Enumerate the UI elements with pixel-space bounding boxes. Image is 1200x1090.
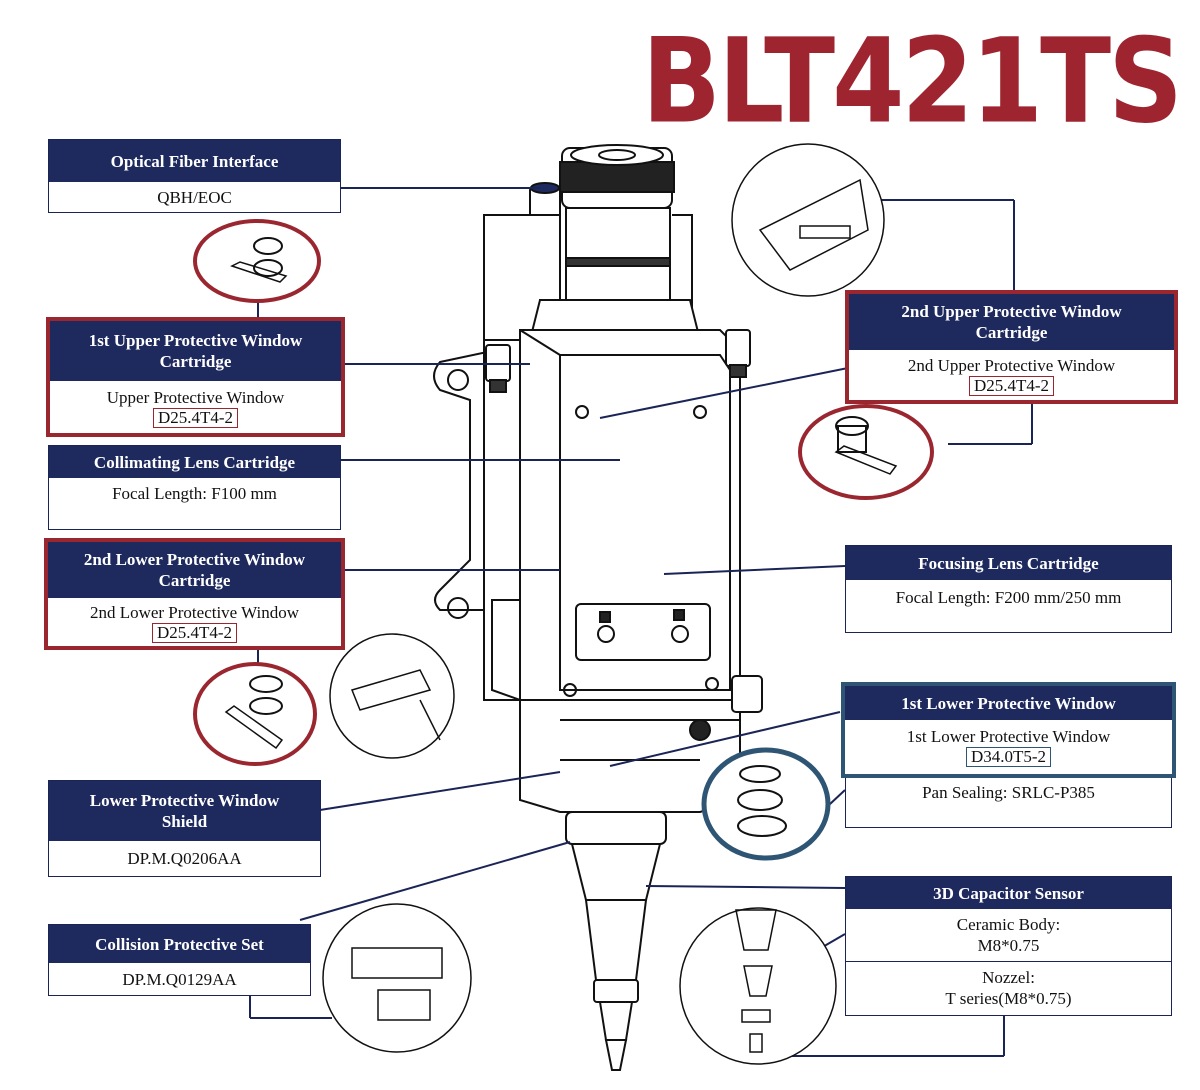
detail-collision-photo: [322, 903, 472, 1053]
callout-collimating: Collimating Lens Cartridge Focal Length:…: [48, 445, 341, 530]
sensor-ceramic: Ceramic Body: M8*0.75: [956, 915, 1061, 955]
sensor-nozzle: Nozzel: T series(M8*0.75): [945, 968, 1072, 1008]
detail-sensor-photo: [679, 907, 837, 1065]
callout-lower1-header: 1st Lower Protective Window: [845, 686, 1172, 720]
upper2-code: D25.4T4-2: [968, 375, 1055, 396]
callout-shield-header: Lower Protective Window Shield: [49, 781, 320, 841]
callout-lower2-body: 2nd Lower Protective Window D25.4T4-2: [48, 598, 341, 646]
callout-collision-header: Collision Protective Set: [49, 925, 310, 963]
callout-upper2: 2nd Upper Protective Window Cartridge 2n…: [845, 290, 1178, 404]
callout-shield-value: DP.M.Q0206AA: [127, 848, 242, 868]
callout-collision-value: DP.M.Q0129AA: [122, 969, 237, 989]
callout-shield: Lower Protective Window Shield DP.M.Q020…: [48, 780, 321, 877]
callout-fiber-header: Optical Fiber Interface: [49, 140, 340, 182]
callout-focusing: Focusing Lens Cartridge Focal Length: F2…: [845, 545, 1172, 633]
callout-focusing-value: Focal Length: F200 mm/250 mm: [895, 587, 1122, 607]
callout-upper1: 1st Upper Protective Window Cartridge Up…: [46, 317, 345, 437]
upper2-desc: 2nd Upper Protective Window: [907, 355, 1116, 375]
callout-upper1-body: Upper Protective Window D25.4T4-2: [50, 381, 341, 433]
callout-sensor: 3D Capacitor Sensor Ceramic Body: M8*0.7…: [845, 876, 1172, 1016]
detail-upper2-photo: [731, 143, 885, 297]
lower2-desc: 2nd Lower Protective Window: [89, 602, 300, 622]
callout-collision: Collision Protective Set DP.M.Q0129AA: [48, 924, 311, 996]
product-title: BLT421TS: [641, 12, 1183, 150]
lower1-pan-sealing: Pan Sealing: SRLC-P385: [922, 782, 1095, 802]
callout-focusing-header: Focusing Lens Cartridge: [846, 546, 1171, 580]
upper1-code: D25.4T4-2: [152, 407, 239, 428]
detail-upper2: [798, 404, 934, 500]
leader-lines: [249, 187, 1033, 1057]
cutting-head-body: [433, 144, 763, 1071]
callout-fiber-value: QBH/EOC: [157, 187, 232, 207]
callout-lower2-header: 2nd Lower Protective Window Cartridge: [48, 542, 341, 598]
callout-lower1-extra: Pan Sealing: SRLC-P385: [845, 776, 1172, 828]
lower2-code: D25.4T4-2: [151, 622, 238, 643]
detail-lower2: [193, 662, 317, 766]
callout-lower1-body: 1st Lower Protective Window D34.0T5-2: [845, 720, 1172, 772]
callout-collimating-header: Collimating Lens Cartridge: [49, 446, 340, 478]
detail-shield-photo: [329, 633, 455, 759]
callout-upper1-header: 1st Upper Protective Window Cartridge: [50, 321, 341, 381]
lower1-desc: 1st Lower Protective Window: [906, 726, 1111, 746]
detail-upper1: [193, 219, 321, 303]
upper1-desc: Upper Protective Window: [106, 387, 285, 407]
callout-sensor-header: 3D Capacitor Sensor: [846, 877, 1171, 909]
detail-lower1: [701, 747, 831, 861]
lower1-code: D34.0T5-2: [965, 746, 1052, 767]
callout-fiber: Optical Fiber Interface QBH/EOC: [48, 139, 341, 213]
sensor-divider: [846, 961, 1171, 962]
callout-upper2-body: 2nd Upper Protective Window D25.4T4-2: [849, 350, 1174, 400]
callout-lower2: 2nd Lower Protective Window Cartridge 2n…: [44, 538, 345, 650]
callout-upper2-header: 2nd Upper Protective Window Cartridge: [849, 294, 1174, 350]
callout-collimating-value: Focal Length: F100 mm: [112, 483, 277, 503]
callout-lower1: 1st Lower Protective Window 1st Lower Pr…: [841, 682, 1176, 778]
